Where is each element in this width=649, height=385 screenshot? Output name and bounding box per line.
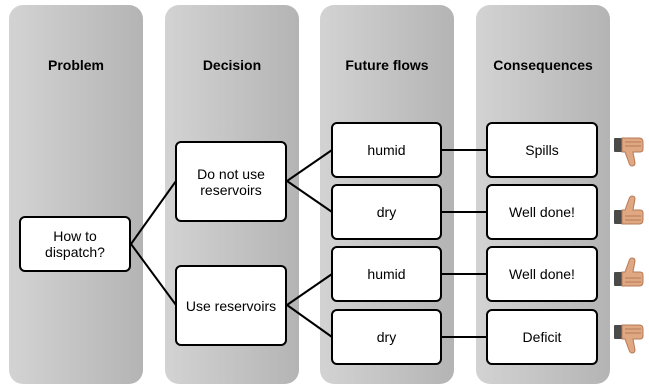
decision-node-no-reservoirs: Do not use reservoirs (175, 141, 287, 222)
thumbs-down-icon (614, 324, 644, 354)
flow-humid-2-label: humid (367, 266, 406, 282)
column-title-future-flows: Future flows (345, 57, 429, 73)
edge-problem-no-reservoirs (130, 180, 177, 245)
decision-no-reservoirs-label: Do not use reservoirs (197, 165, 265, 198)
edge-no-reservoirs-dry (286, 180, 333, 213)
edge-problem-use-reservoirs (130, 243, 177, 306)
consequence-spills-label: Spills (525, 142, 559, 158)
decision-node-use-reservoirs: Use reservoirs (175, 265, 287, 346)
flow-humid-1-label: humid (367, 142, 406, 158)
column-title-problem: Problem (47, 57, 104, 73)
thumbs-down-icon (614, 137, 644, 167)
flow-dry-2-label: dry (376, 329, 397, 345)
column-title-consequences: Consequences (493, 57, 593, 73)
consequence-node-well-done-2: Well done! (486, 246, 598, 302)
flow-node-humid-1: humid (331, 122, 442, 178)
edge-use-reservoirs-dry (286, 304, 333, 338)
consequence-deficit-label: Deficit (522, 329, 562, 345)
consequence-node-deficit: Deficit (486, 309, 598, 365)
edge-use-reservoirs-humid (286, 273, 333, 306)
flow-node-humid-2: humid (331, 246, 442, 302)
consequence-node-spills: Spills (486, 122, 598, 178)
consequence-well-done-1-label: Well done! (509, 204, 575, 220)
problem-node-label: How to dispatch? (45, 228, 105, 260)
consequence-node-well-done-1: Well done! (486, 184, 598, 240)
column-title-decision: Decision (202, 57, 262, 73)
column-problem: Problem (9, 5, 143, 384)
consequence-well-done-2-label: Well done! (509, 266, 575, 282)
decision-use-reservoirs-label: Use reservoirs (185, 297, 277, 314)
flow-node-dry-1: dry (331, 184, 442, 240)
edge-no-reservoirs-humid (286, 149, 333, 182)
thumbs-up-icon (614, 195, 644, 225)
flow-dry-1-label: dry (376, 204, 397, 220)
flow-node-dry-2: dry (331, 309, 442, 365)
problem-node: How to dispatch? (19, 216, 131, 272)
thumbs-up-icon (614, 257, 644, 287)
